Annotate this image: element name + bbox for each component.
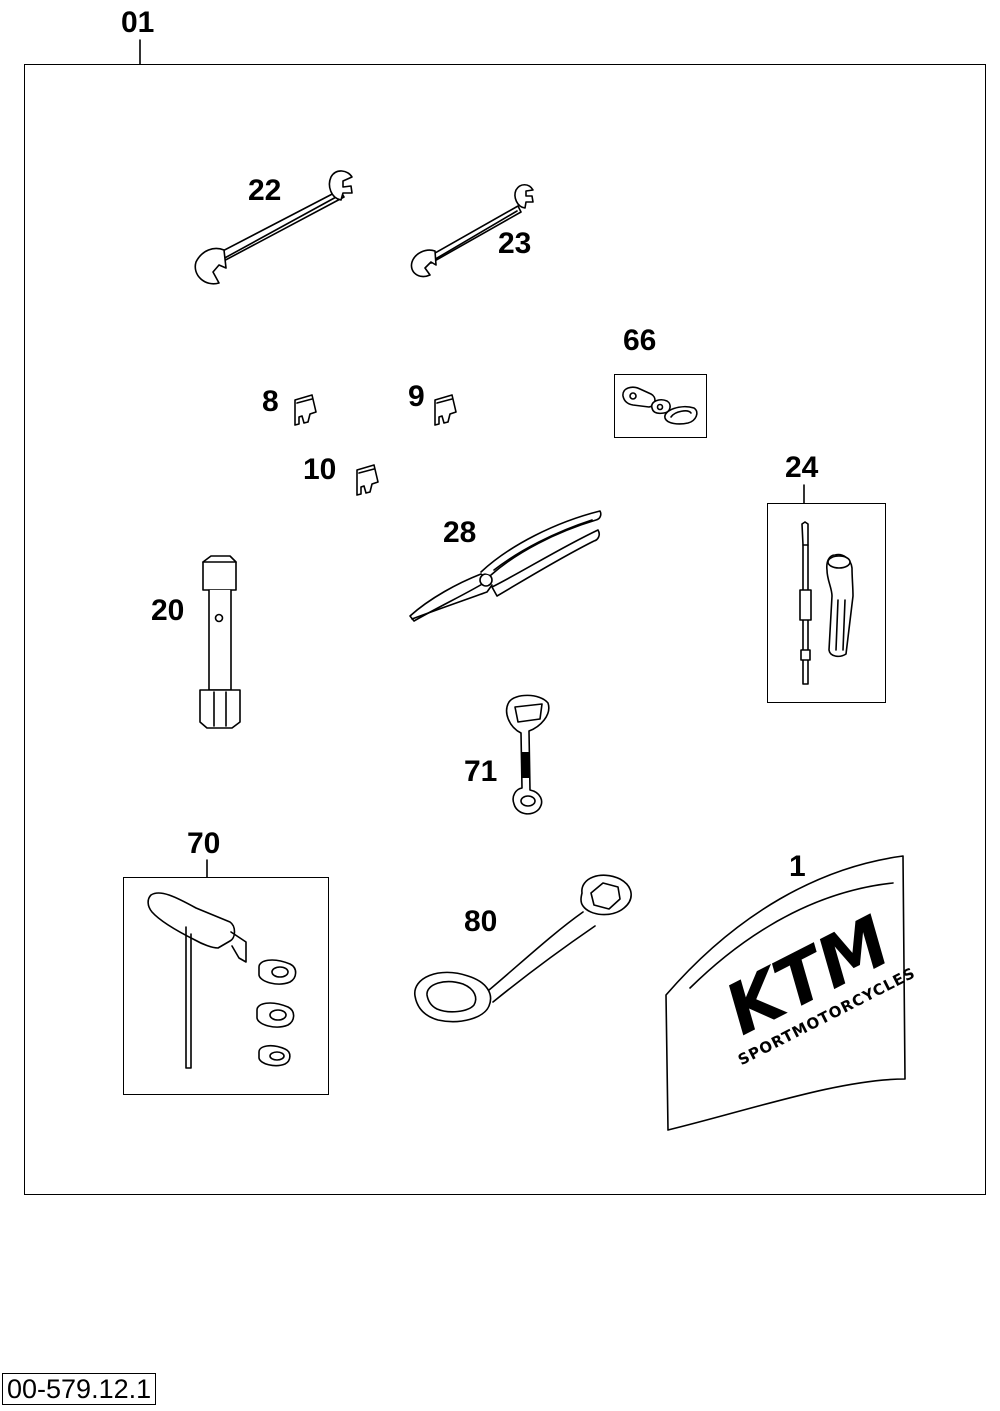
fuse-9-icon xyxy=(434,394,457,426)
callout-71: 71 xyxy=(464,755,498,788)
manual-folder-icon xyxy=(665,855,906,1131)
fuse-8-icon xyxy=(294,394,317,426)
callout-22: 22 xyxy=(248,174,282,207)
hex-tool-set-icon xyxy=(147,892,297,1069)
screwdriver-set-icon xyxy=(799,521,854,685)
spark-plug-wrench-icon xyxy=(199,555,241,729)
screwdriver-set-box xyxy=(767,503,886,703)
callout-9: 9 xyxy=(408,380,425,413)
hook-wrench-icon xyxy=(414,874,632,1023)
hex-tool-set-box xyxy=(123,877,329,1095)
assembly-callout: 01 xyxy=(121,6,155,39)
drawing-reference-code: 00-579.12.1 xyxy=(2,1373,157,1405)
open-end-wrench-22-icon xyxy=(194,170,353,285)
callout-28: 28 xyxy=(443,516,477,549)
callout-80: 80 xyxy=(464,905,498,938)
callout-1: 1 xyxy=(789,850,806,883)
callout-23: 23 xyxy=(498,227,532,260)
callout-24: 24 xyxy=(785,451,819,484)
callout-10: 10 xyxy=(303,453,337,486)
callout-20: 20 xyxy=(151,594,185,627)
chain-link-box xyxy=(614,374,707,438)
pliers-icon xyxy=(409,510,602,622)
callout-8: 8 xyxy=(262,385,279,418)
open-end-wrench-23-icon xyxy=(410,183,534,278)
ring-wrench-71-icon xyxy=(505,694,550,815)
callout-70: 70 xyxy=(187,827,221,860)
callout-66: 66 xyxy=(623,324,657,357)
fuse-10-icon xyxy=(356,464,379,496)
chain-link-icon xyxy=(622,386,698,425)
assembly-frame xyxy=(24,64,986,1195)
